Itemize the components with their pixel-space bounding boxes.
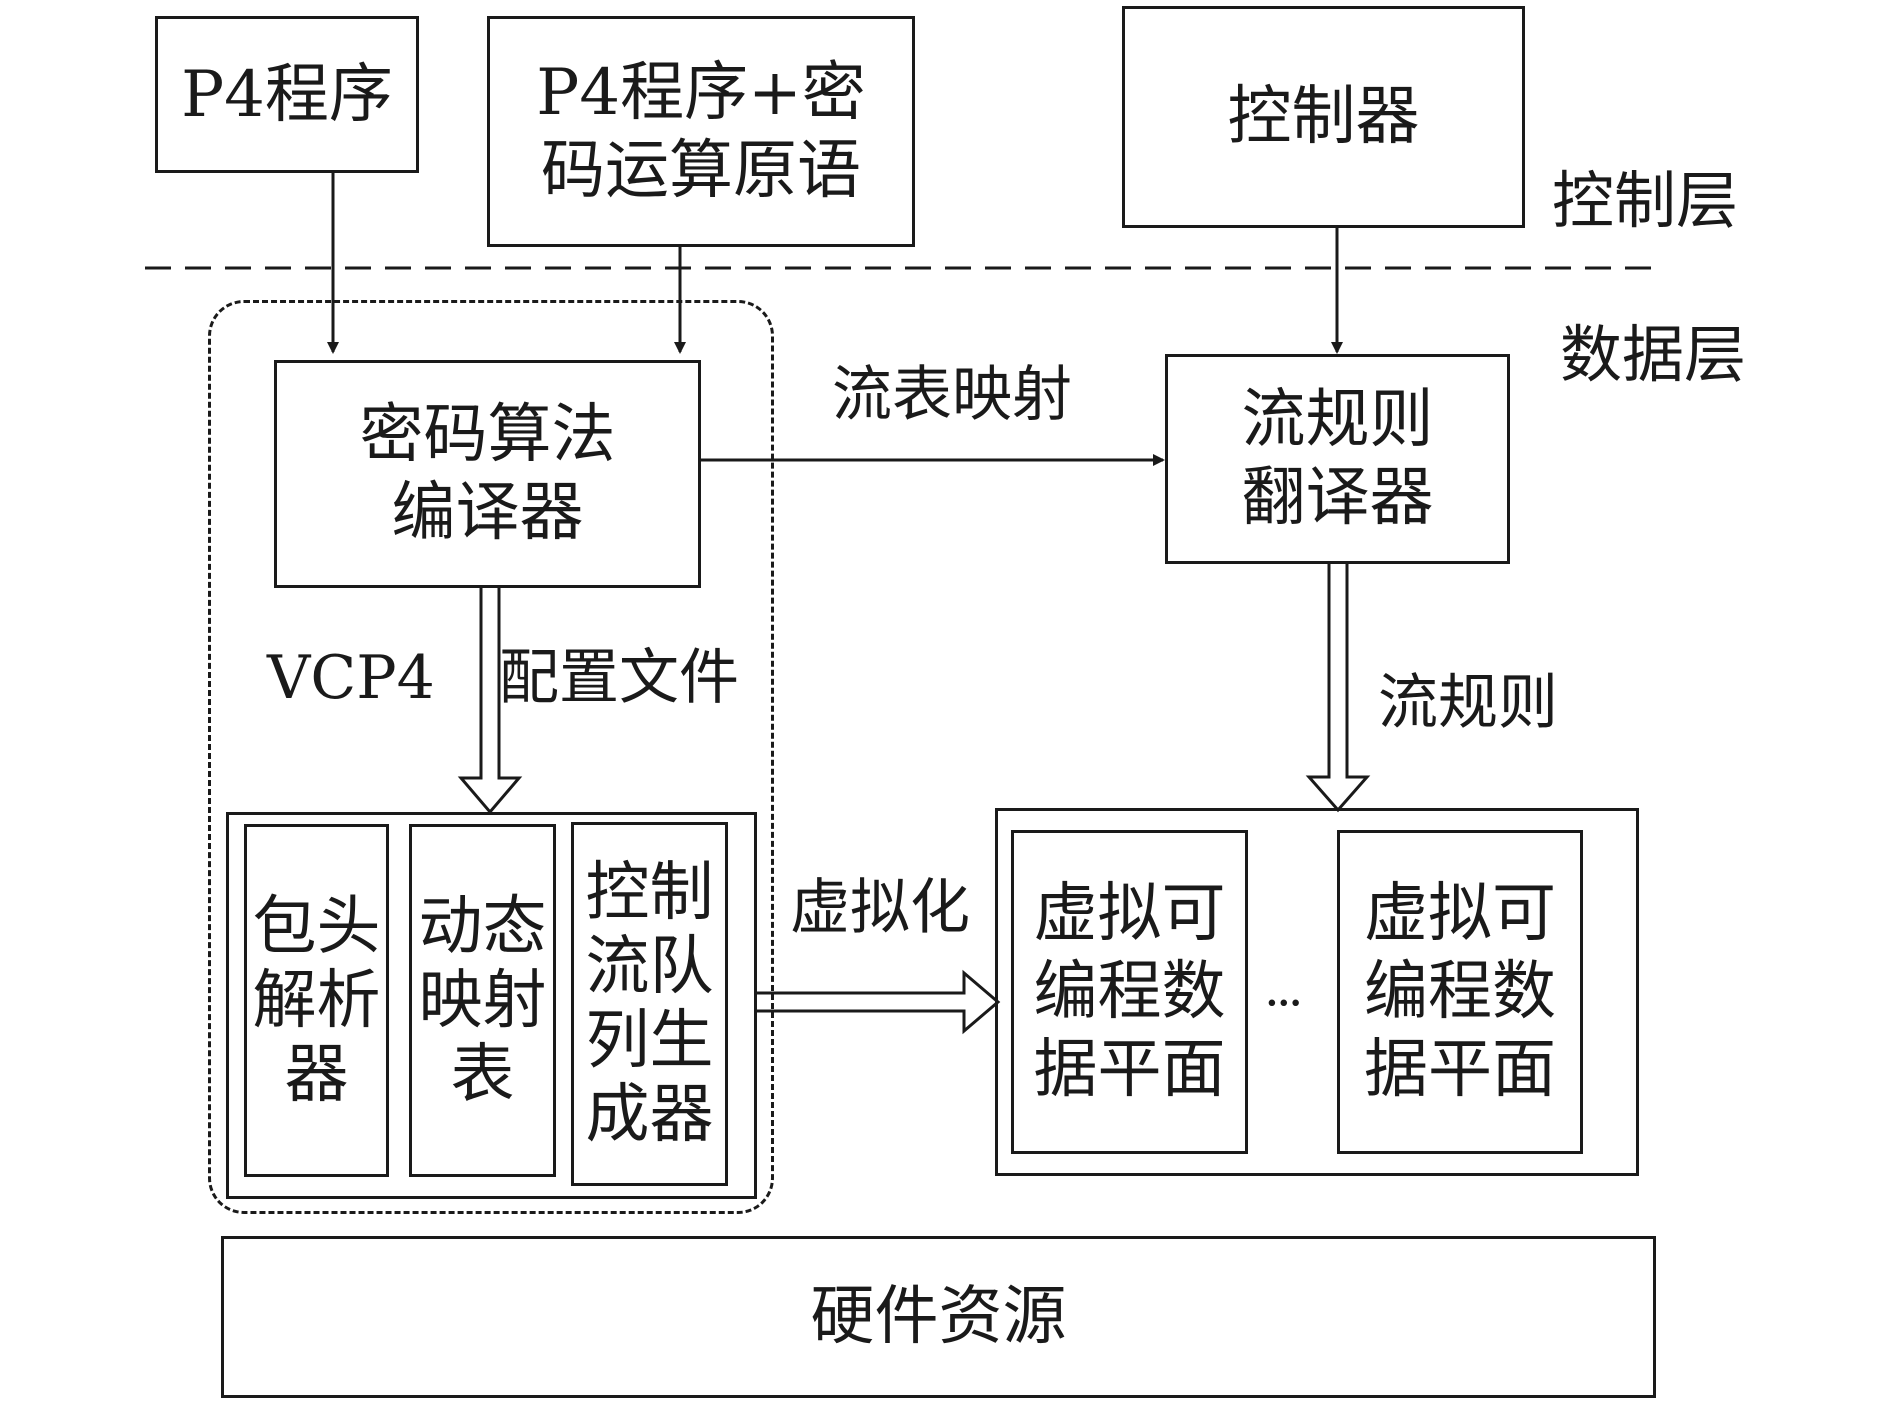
header-parser-box: 包头 解析 器 [244,824,389,1177]
crypto-compiler-label: 密码算法 编译器 [359,398,616,550]
hardware-resources-label: 硬件资源 [810,1280,1067,1354]
p4-program-box: P4程序 [155,16,419,173]
vcp4-label: VCP4 [267,643,435,713]
hollow-arrow-virtualization [757,969,1001,1035]
flow-table-mapping-label: 流表映射 [832,360,1072,430]
flow-rules-label: 流规则 [1378,668,1558,738]
dynamic-mapping-table-box: 动态 映射 表 [409,824,556,1177]
vcp4-region [208,300,774,1214]
config-file-label: 配置文件 [499,643,739,713]
control-flow-queue-generator-label: 控制 流队 列生 成器 [585,856,714,1152]
vcp4-modules-frame [226,812,757,1199]
virtual-plane-box-1: 虚拟可 编程数 据平面 [1011,830,1248,1154]
data-layer-label: 数据层 [1560,318,1747,391]
ellipsis: ··· [1264,974,1304,1032]
header-parser-label: 包头 解析 器 [252,889,381,1112]
crypto-compiler-box: 密码算法 编译器 [274,360,701,588]
p4-crypto-primitives-box: P4程序+密 码运算原语 [487,16,915,247]
virtual-plane-label-2: 虚拟可 编程数 据平面 [1364,877,1556,1107]
control-layer-label: 控制层 [1552,164,1739,237]
virtual-planes-frame [995,808,1639,1176]
controller-box: 控制器 [1122,6,1525,228]
p4-program-label: P4程序 [181,57,393,132]
virtual-plane-box-2: 虚拟可 编程数 据平面 [1337,830,1583,1154]
hollow-arrow-flow-rules [1305,563,1371,813]
virtual-plane-label-1: 虚拟可 编程数 据平面 [1033,877,1226,1107]
p4-crypto-primitives-label: P4程序+密 码运算原语 [536,55,866,208]
controller-label: 控制器 [1227,80,1420,154]
dynamic-mapping-table-label: 动态 映射 表 [418,889,547,1112]
flow-rule-translator-label: 流规则 翻译器 [1241,383,1434,535]
flow-rule-translator-box: 流规则 翻译器 [1165,354,1510,564]
hardware-resources-box: 硬件资源 [221,1236,1656,1398]
virtualization-label: 虚拟化 [790,873,970,943]
control-flow-queue-generator-box: 控制 流队 列生 成器 [571,822,728,1186]
